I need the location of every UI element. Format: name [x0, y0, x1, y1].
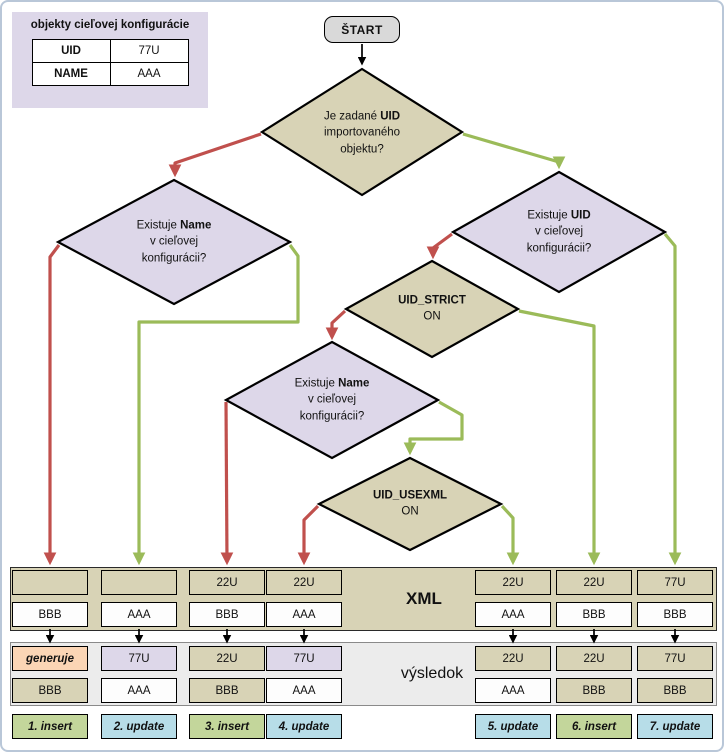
xml-name-cell-3: BBB	[189, 602, 265, 627]
arrow-no-d6-to-xml4	[297, 504, 320, 566]
legend-key-name: NAME	[31, 62, 111, 86]
tag-cell-2: 2. update	[101, 714, 177, 739]
xml-uid-cell-3: 22U	[189, 570, 265, 595]
tag-cell-7: 7. update	[637, 714, 713, 739]
xml-uid-cell-2	[101, 570, 177, 595]
xml-uid-cell-6: 22U	[556, 570, 632, 595]
text-line: konfigurácii?	[299, 410, 365, 423]
decision-name-exists-left-label: Existuje Name v cieľovej konfigurácii?	[99, 218, 249, 267]
legend-key-uid: UID	[31, 39, 111, 63]
text-line: konfigurácii?	[141, 252, 207, 265]
xml-uid-cell-5: 22U	[475, 570, 551, 595]
tag-cell-5: 5. update	[475, 714, 551, 739]
decision-uid-strict-label: UID_STRICT ON	[357, 293, 507, 326]
arrow-yes-d3-to-xml7	[663, 232, 682, 566]
result-band-label: výsledok	[400, 665, 464, 682]
xml-name-cell-6: BBB	[556, 602, 632, 627]
arrow-no-d5-to-xml3	[220, 401, 234, 566]
text-line: Name	[180, 219, 212, 232]
result-uid-cell-7: 77U	[637, 646, 713, 671]
result-name-cell-4: AAA	[266, 678, 342, 703]
tag-cell-4: 4. update	[266, 714, 342, 739]
tag-cell-1: 1. insert	[12, 714, 88, 739]
decision-uid-exists-label: Existuje UID v cieľovej konfigurácii?	[484, 208, 634, 257]
result-name-cell-3: BBB	[189, 678, 265, 703]
xml-uid-cell-1	[12, 570, 88, 595]
result-uid-cell-2: 77U	[101, 646, 177, 671]
text-line: Name	[338, 377, 370, 390]
text-line: UID_STRICT	[357, 293, 507, 309]
decision-name-exists-mid-label: Existuje Name v cieľovej konfigurácii?	[257, 376, 407, 425]
result-name-cell-2: AAA	[101, 678, 177, 703]
result-name-cell-5: AAA	[475, 678, 551, 703]
text-line: Existuje Name	[257, 376, 407, 392]
text-line: UID_STRICT	[398, 294, 466, 307]
text-line: ON	[401, 506, 419, 518]
arrow-no-d3-to-d4	[426, 232, 453, 260]
table-row: NAME AAA	[31, 62, 189, 86]
arrow-yes-d5-to-d6	[403, 400, 464, 456]
text-line: Je zadané UID	[287, 109, 437, 125]
text-line: ON	[423, 311, 441, 323]
decision-uid-given-label: Je zadané UID importovaného objektu?	[287, 109, 437, 158]
result-uid-cell-5: 22U	[475, 646, 551, 671]
start-node: ŠTART	[324, 16, 400, 43]
text-line: importovaného	[323, 126, 401, 139]
arrow-yes-d1-to-d3	[462, 132, 566, 170]
tag-cell-6: 6. insert	[556, 714, 632, 739]
arrow-no-d1-to-d2	[168, 132, 262, 178]
legend-table: UID 77U NAME AAA	[31, 39, 189, 86]
text-line: Je zadané	[323, 110, 378, 123]
result-uid-cell-4: 77U	[266, 646, 342, 671]
text-line: objektu?	[340, 143, 384, 156]
arrow-no-d2-to-xml1	[43, 244, 61, 566]
text-line: UID_USEXML	[372, 489, 448, 502]
tag-cell-3: 3. insert	[189, 714, 265, 739]
text-line: Existuje Name	[99, 218, 249, 234]
xml-name-cell-4: AAA	[266, 602, 342, 627]
text-line: UID	[570, 209, 591, 222]
decision-uid-usexml-label: UID_USEXML ON	[335, 488, 485, 521]
legend-title: objekty cieľovej konfigurácie	[30, 19, 190, 31]
xml-uid-cell-4: 22U	[266, 570, 342, 595]
text-line: Existuje	[136, 219, 177, 232]
result-name-cell-6: BBB	[556, 678, 632, 703]
xml-name-cell-2: AAA	[101, 602, 177, 627]
arrow-yes-d6-to-xml5	[500, 504, 520, 566]
result-name-cell-7: BBB	[637, 678, 713, 703]
result-uid-cell-6: 22U	[556, 646, 632, 671]
text-line: UID_USEXML	[335, 488, 485, 504]
legend-target-config: objekty cieľovej konfigurácie UID 77U NA…	[12, 12, 208, 108]
text-line: UID	[380, 110, 401, 123]
text-line: v cieľovej	[534, 225, 584, 238]
xml-name-cell-1: BBB	[12, 602, 88, 627]
text-line: konfigurácii?	[526, 242, 592, 255]
text-line: Existuje UID	[484, 208, 634, 224]
legend-value-name: AAA	[109, 62, 189, 86]
result-name-cell-1: BBB	[12, 678, 88, 703]
xml-band-label: XML	[406, 589, 442, 608]
text-line: v cieľovej	[149, 235, 199, 248]
xml-uid-cell-7: 77U	[637, 570, 713, 595]
arrow-yes-d4-to-xml6	[518, 309, 601, 566]
table-row: UID 77U	[31, 39, 189, 63]
text-line: Existuje	[527, 209, 568, 222]
legend-value-uid: 77U	[109, 39, 189, 63]
text-line: Existuje	[294, 377, 335, 390]
xml-name-cell-5: AAA	[475, 602, 551, 627]
arrow-no-d4-to-d5	[325, 309, 347, 341]
text-line: v cieľovej	[307, 393, 357, 406]
result-uid-cell-1: generuje	[12, 646, 88, 671]
result-uid-cell-3: 22U	[189, 646, 265, 671]
xml-name-cell-7: BBB	[637, 602, 713, 627]
